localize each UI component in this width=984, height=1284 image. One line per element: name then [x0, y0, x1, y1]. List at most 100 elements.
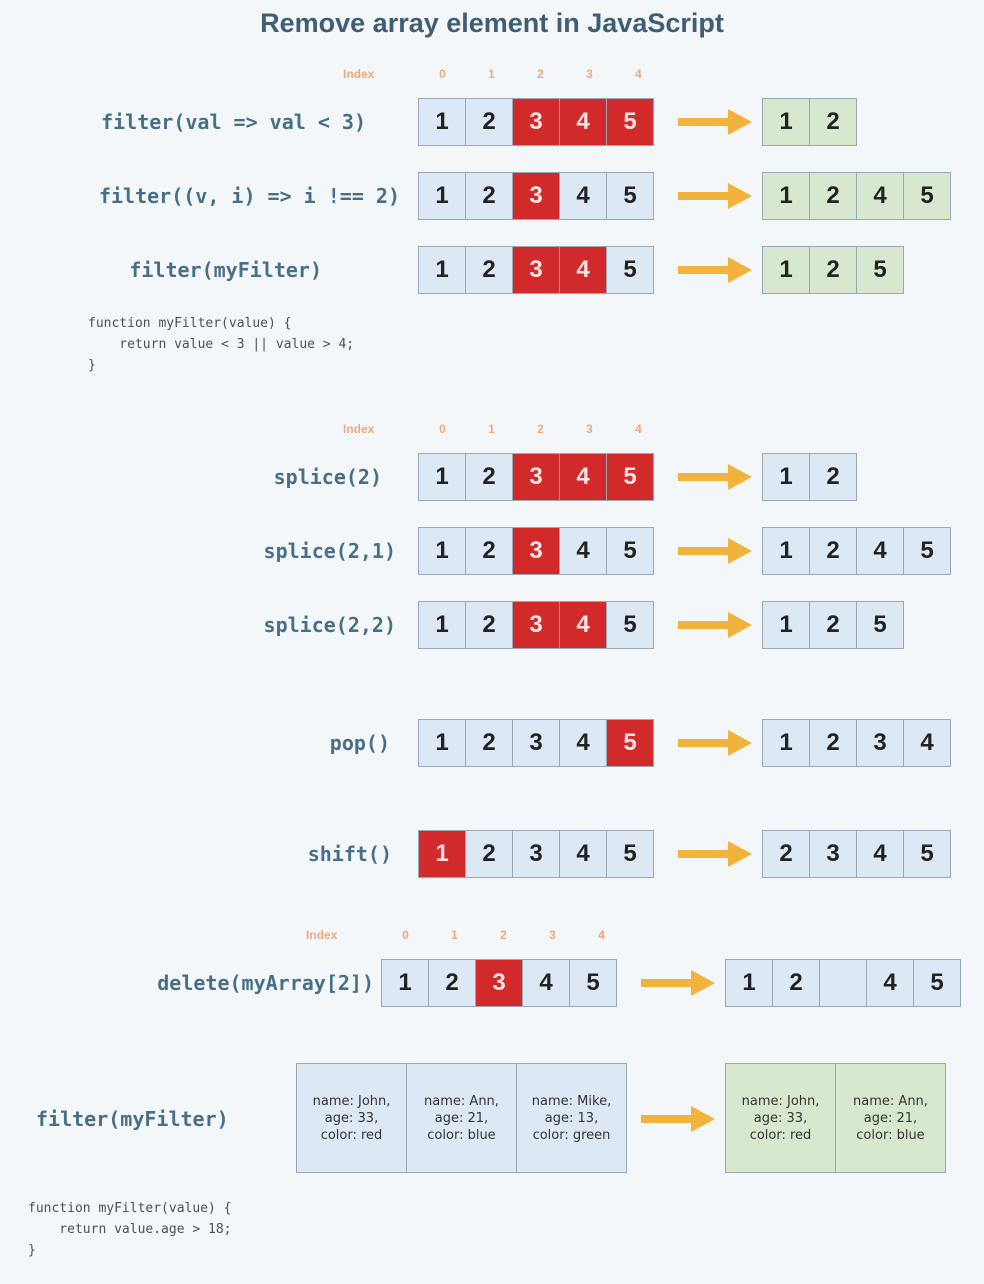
- method-code-label: splice(2): [273, 465, 382, 489]
- index-number: 0: [402, 928, 409, 942]
- method-code-label: filter(val => val < 3): [101, 110, 366, 134]
- result-array-cell: 2: [809, 246, 857, 294]
- result-array-cell: 5: [903, 527, 951, 575]
- object-property: age: 33,: [753, 1110, 808, 1126]
- object-property: name: John,: [312, 1093, 391, 1109]
- right-arrow-icon: [641, 1106, 715, 1132]
- object-property: color: green: [532, 1127, 611, 1143]
- array-cell: 1: [418, 246, 466, 294]
- result-array-cell: 2: [772, 959, 820, 1007]
- result-array-cell: 1: [725, 959, 773, 1007]
- result-array-cell: 5: [913, 959, 961, 1007]
- object-property: age: 21,: [863, 1110, 918, 1126]
- result-array-cell: 5: [903, 830, 951, 878]
- code-snippet-filter-object: function myFilter(value) { return value.…: [28, 1201, 232, 1258]
- removed-array-cell: 3: [512, 172, 560, 220]
- array-cell: 5: [606, 246, 654, 294]
- index-number: 1: [488, 67, 495, 81]
- array-cell: 5: [569, 959, 617, 1007]
- result-array-cell: 1: [762, 246, 810, 294]
- index-label: Index: [343, 67, 375, 81]
- result-array-cell: 1: [762, 453, 810, 501]
- array-cell: 4: [559, 830, 607, 878]
- object-property: name: Mike,: [531, 1093, 612, 1109]
- removed-array-cell: 1: [418, 830, 466, 878]
- result-array-cell: 1: [762, 527, 810, 575]
- result-array-cell: [819, 959, 867, 1007]
- right-arrow-icon: [678, 841, 752, 867]
- array-cell: 2: [465, 453, 513, 501]
- index-number: 3: [586, 422, 593, 436]
- method-code-label: shift(): [307, 842, 392, 866]
- right-arrow-icon: [678, 257, 752, 283]
- right-arrow-icon: [678, 183, 752, 209]
- removed-array-cell: 4: [559, 246, 607, 294]
- result-object-array: name: John,age: 33,color: red name: Ann,a…: [725, 1063, 946, 1173]
- array-cell: 2: [465, 601, 513, 649]
- right-arrow-icon: [678, 612, 752, 638]
- index-label: Index: [306, 928, 338, 942]
- result-array-cell: 2: [809, 98, 857, 146]
- removed-array-cell: 5: [606, 453, 654, 501]
- array-cell: 1: [418, 527, 466, 575]
- array-cell: 5: [606, 601, 654, 649]
- array-cell: 4: [559, 172, 607, 220]
- right-arrow-icon: [678, 109, 752, 135]
- object-cell: name: Mike,age: 13,color: green: [516, 1063, 627, 1173]
- removed-array-cell: 3: [512, 98, 560, 146]
- array-cell: 5: [606, 172, 654, 220]
- result-array-cell: 5: [903, 172, 951, 220]
- result-array-cell: 1: [762, 172, 810, 220]
- array-cell: 1: [418, 601, 466, 649]
- right-arrow-icon: [678, 730, 752, 756]
- index-number: 4: [635, 67, 642, 81]
- result-array-cell: 2: [809, 527, 857, 575]
- index-number: 1: [488, 422, 495, 436]
- array-cell: 3: [512, 719, 560, 767]
- object-property: color: red: [749, 1127, 812, 1143]
- index-number: 2: [500, 928, 507, 942]
- array-cell: 2: [428, 959, 476, 1007]
- array-cell: 1: [418, 453, 466, 501]
- right-arrow-icon: [678, 538, 752, 564]
- array-cell: 2: [465, 719, 513, 767]
- index-number: 4: [598, 928, 605, 942]
- object-property: name: John,: [741, 1093, 820, 1109]
- method-code-label: filter(myFilter): [36, 1107, 229, 1131]
- object-property: name: Ann,: [853, 1093, 928, 1109]
- result-array-cell: 1: [762, 719, 810, 767]
- removed-array-cell: 5: [606, 98, 654, 146]
- object-property: color: blue: [427, 1127, 496, 1143]
- method-code-label: delete(myArray[2]): [157, 971, 374, 995]
- result-array-cell: 4: [856, 830, 904, 878]
- right-arrow-icon: [678, 464, 752, 490]
- array-cell: 2: [465, 830, 513, 878]
- array-cell: 1: [418, 98, 466, 146]
- removed-array-cell: 3: [512, 453, 560, 501]
- removed-array-cell: 4: [559, 601, 607, 649]
- object-property: age: 13,: [544, 1110, 599, 1126]
- method-code-label: filter(myFilter): [129, 258, 322, 282]
- object-property: age: 33,: [324, 1110, 379, 1126]
- result-array-cell: 2: [762, 830, 810, 878]
- removed-array-cell: 4: [559, 453, 607, 501]
- method-code-label: splice(2,1): [263, 539, 396, 563]
- object-cell: name: John,age: 33,color: red: [296, 1063, 407, 1173]
- index-number: 0: [439, 422, 446, 436]
- method-code-label: splice(2,2): [263, 613, 396, 637]
- array-cell: 1: [418, 719, 466, 767]
- object-property: name: Ann,: [424, 1093, 499, 1109]
- result-array-cell: 2: [809, 601, 857, 649]
- result-array-cell: 1: [762, 98, 810, 146]
- result-object-cell: name: Ann,age: 21,color: blue: [835, 1063, 946, 1173]
- array-cell: 4: [522, 959, 570, 1007]
